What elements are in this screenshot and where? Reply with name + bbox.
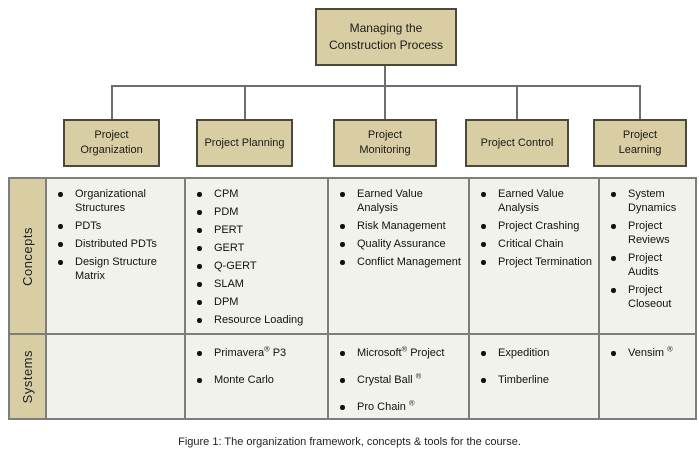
systems-list-monitoring: Microsoft® Project Crystal Ball ® Pro Ch… [329,335,468,414]
branch-node-label: Project Control [480,136,554,149]
system-item: Crystal Ball ® [329,372,465,387]
concept-item: Q-GERT [186,259,324,273]
systems-list-planning: Primavera® P3 Monte Carlo [186,335,327,387]
connector-drop-learning [639,86,641,119]
system-item: Monte Carlo [186,373,324,387]
concept-item: Organizational Structures [47,187,181,215]
concept-item: Quality Assurance [329,237,465,251]
figure-caption: Figure 1: The organization framework, co… [178,436,521,448]
cell-systems-monitoring: Microsoft® Project Crystal Ball ® Pro Ch… [329,335,468,418]
concepts-list-control: Earned Value Analysis Project Crashing C… [470,179,598,269]
row-header-concepts: Concepts [10,179,45,333]
cell-concepts-learning: System Dynamics Project Reviews Project … [600,179,695,333]
root-node: Managing the Construction Process [315,8,457,66]
concepts-list-monitoring: Earned Value Analysis Risk Management Qu… [329,179,468,269]
cell-systems-planning: Primavera® P3 Monte Carlo [186,335,327,418]
row-header-concepts-label: Concepts [20,226,35,286]
connector-drop-planning [244,86,246,119]
concepts-list-learning: System Dynamics Project Reviews Project … [600,179,695,311]
concept-item: Critical Chain [470,237,595,251]
connector-drop-organization [111,86,113,119]
systems-list-learning: Vensim ® [600,335,695,360]
branch-node-label: Project Organization [80,129,143,156]
systems-list-control: Expedition Timberline [470,335,598,387]
system-item: Vensim ® [600,345,692,360]
branch-node-project-control: Project Control [465,119,569,167]
row-header-systems-label: Systems [20,349,35,404]
cell-concepts-planning: CPM PDM PERT GERT Q-GERT SLAM DPM Resour… [186,179,327,333]
branch-node-label: Project Learning [618,129,662,156]
concept-item: Conflict Management [329,255,465,269]
cell-concepts-control: Earned Value Analysis Project Crashing C… [470,179,598,333]
connector-root-drop [384,66,386,119]
branch-node-project-learning: Project Learning [593,119,687,167]
concept-item: CPM [186,187,324,201]
concept-item: Resource Loading [186,313,324,327]
cell-concepts-monitoring: Earned Value Analysis Risk Management Qu… [329,179,468,333]
cell-systems-learning: Vensim ® [600,335,695,418]
concept-item: Risk Management [329,219,465,233]
row-header-systems: Systems [10,335,45,418]
system-item: Timberline [470,373,595,387]
system-item: Primavera® P3 [186,345,324,360]
connector-horizontal-bus [111,85,641,87]
concepts-list-organization: Organizational Structures PDTs Distribut… [47,179,184,283]
branch-node-project-planning: Project Planning [196,119,293,167]
concept-item: PDM [186,205,324,219]
concept-item: Design Structure Matrix [47,255,181,283]
concept-item: Project Audits [600,251,692,279]
system-item: Microsoft® Project [329,345,465,360]
concept-item: Project Termination [470,255,595,269]
system-item: Pro Chain ® [329,399,465,414]
concepts-list-planning: CPM PDM PERT GERT Q-GERT SLAM DPM Resour… [186,179,327,327]
branch-node-label: Project Monitoring [359,129,411,156]
system-item: Expedition [470,346,595,360]
cell-concepts-organization: Organizational Structures PDTs Distribut… [47,179,184,333]
concept-item: Earned Value Analysis [329,187,465,215]
concept-item: GERT [186,241,324,255]
branch-node-label: Project Planning [204,136,285,149]
framework-table: Concepts Organizational Structures PDTs … [8,177,697,420]
branch-node-project-monitoring: Project Monitoring [333,119,437,167]
concept-item: DPM [186,295,324,309]
cell-systems-organization [47,335,184,418]
concept-item: PDTs [47,219,181,233]
branch-node-project-organization: Project Organization [63,119,160,167]
concept-item: Project Reviews [600,219,692,247]
concept-item: Project Crashing [470,219,595,233]
connector-drop-control [516,86,518,119]
concept-item: PERT [186,223,324,237]
concept-item: Project Closeout [600,283,692,311]
concept-item: SLAM [186,277,324,291]
cell-systems-control: Expedition Timberline [470,335,598,418]
concept-item: Earned Value Analysis [470,187,595,215]
concept-item: System Dynamics [600,187,692,215]
concept-item: Distributed PDTs [47,237,181,251]
root-node-label: Managing the Construction Process [328,21,444,52]
